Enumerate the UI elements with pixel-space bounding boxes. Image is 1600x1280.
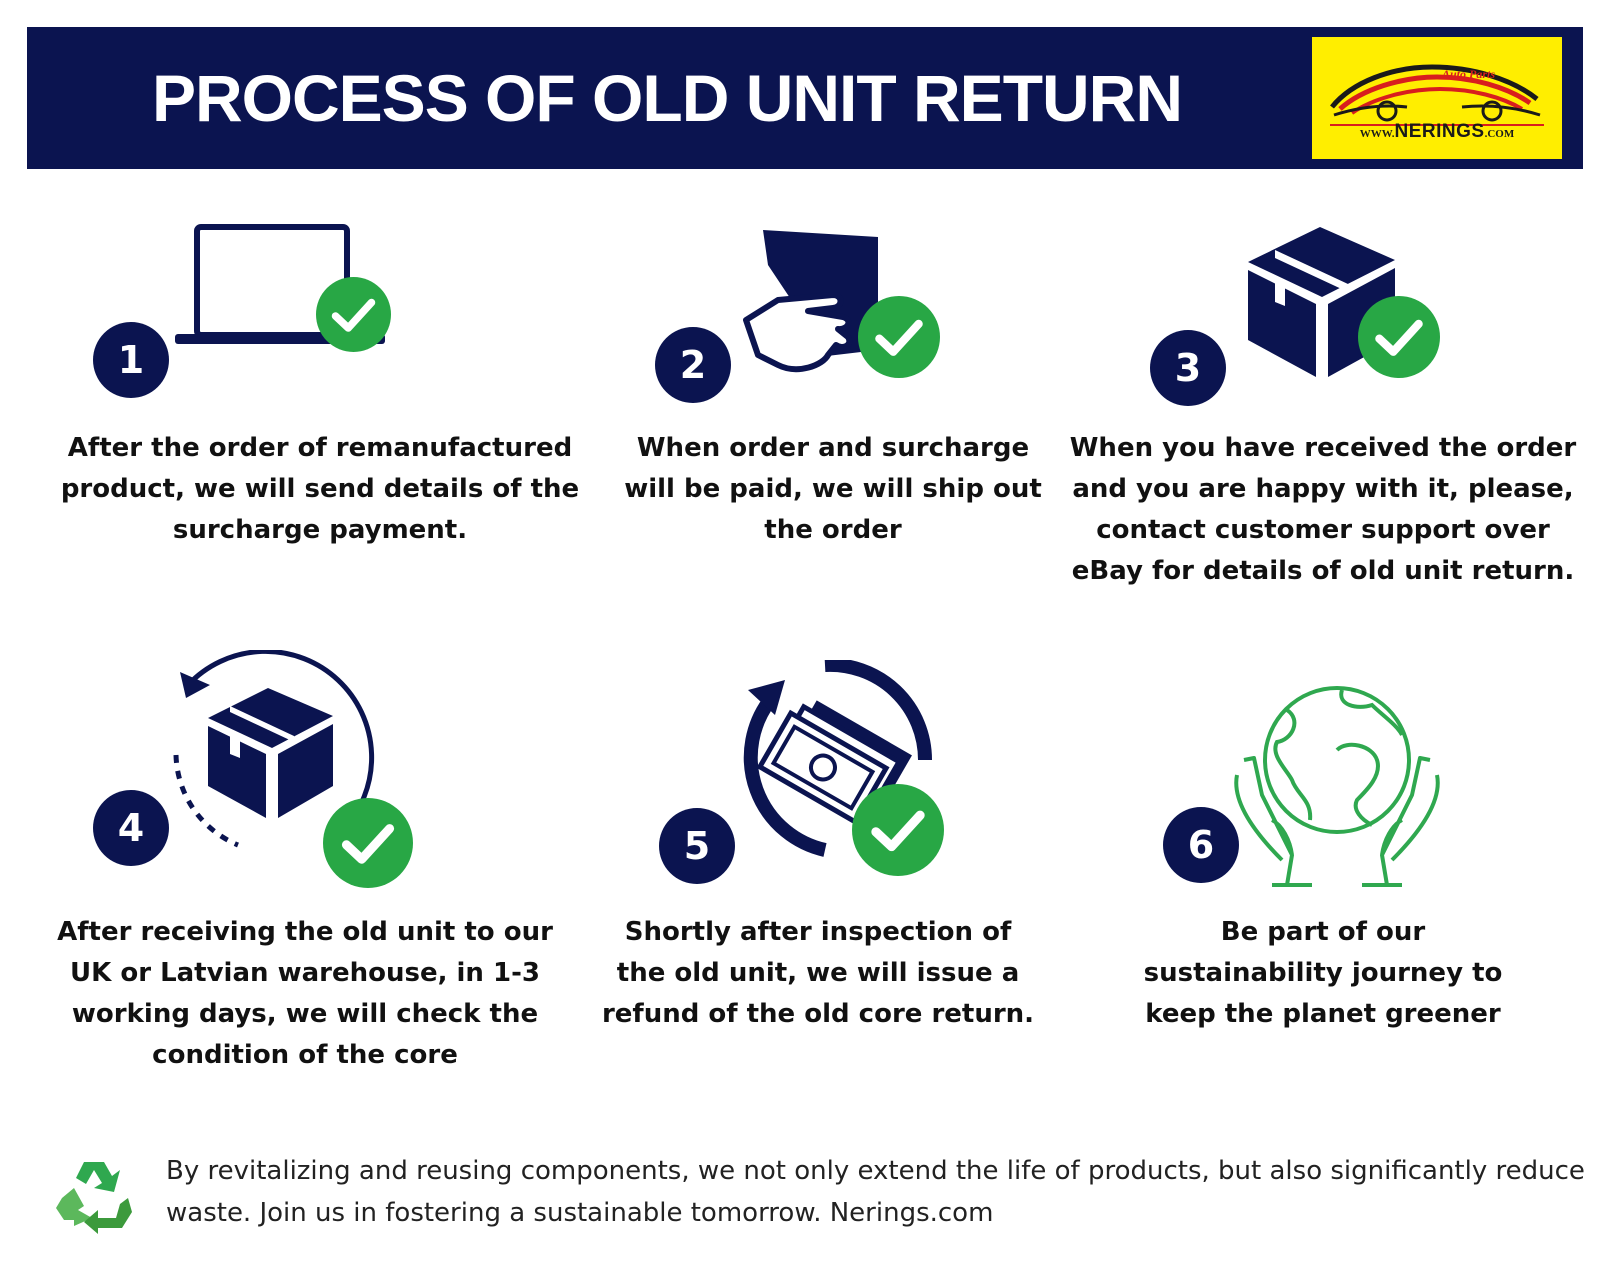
- step-4-text: After receiving the old unit to our UK o…: [57, 917, 553, 1070]
- check-icon: [852, 784, 944, 876]
- step-number-1: 1: [93, 322, 169, 398]
- globe-hands-icon: [1234, 686, 1440, 887]
- check-icon: [323, 798, 413, 888]
- step-number-2: 2: [655, 327, 731, 403]
- logo-brand: NERINGS: [1394, 121, 1485, 142]
- page-title: PROCESS OF OLD UNIT RETURN: [151, 61, 1183, 135]
- step-number-3: 3: [1150, 330, 1226, 406]
- logo-script-text: Auto Parts: [1442, 67, 1496, 81]
- recycle-icon: [56, 1162, 132, 1234]
- logo-prefix: WWW.: [1359, 128, 1395, 140]
- step-1-text: After the order of remanufactured produc…: [60, 433, 580, 545]
- step-number-6: 6: [1163, 807, 1239, 883]
- step-5-text: Shortly after inspection of the old unit…: [601, 917, 1035, 1029]
- step-number-4: 4: [93, 790, 169, 866]
- check-icon: [1358, 296, 1440, 378]
- step-6-text: Be part of our sustainability journey to…: [1143, 917, 1503, 1029]
- logo-url: WWW.NERINGS.COM: [1312, 121, 1562, 143]
- step-3-text: When you have received the order and you…: [1069, 433, 1577, 586]
- logo-suffix: .COM: [1484, 128, 1515, 140]
- package-return-icon: [173, 650, 375, 848]
- car-logo-icon: [1330, 64, 1544, 126]
- check-icon: [858, 296, 940, 378]
- check-icon: [316, 277, 391, 352]
- step-2-text: When order and surcharge will be paid, w…: [624, 433, 1042, 545]
- header-banner: PROCESS OF OLD UNIT RETURN Auto Parts WW…: [27, 27, 1583, 169]
- hand-box-icon: [743, 230, 878, 373]
- step-number-5: 5: [659, 808, 735, 884]
- footer-text: By revitalizing and reusing components, …: [166, 1156, 1585, 1228]
- nerings-logo[interactable]: Auto Parts WWW.NERINGS.COM: [1312, 37, 1562, 159]
